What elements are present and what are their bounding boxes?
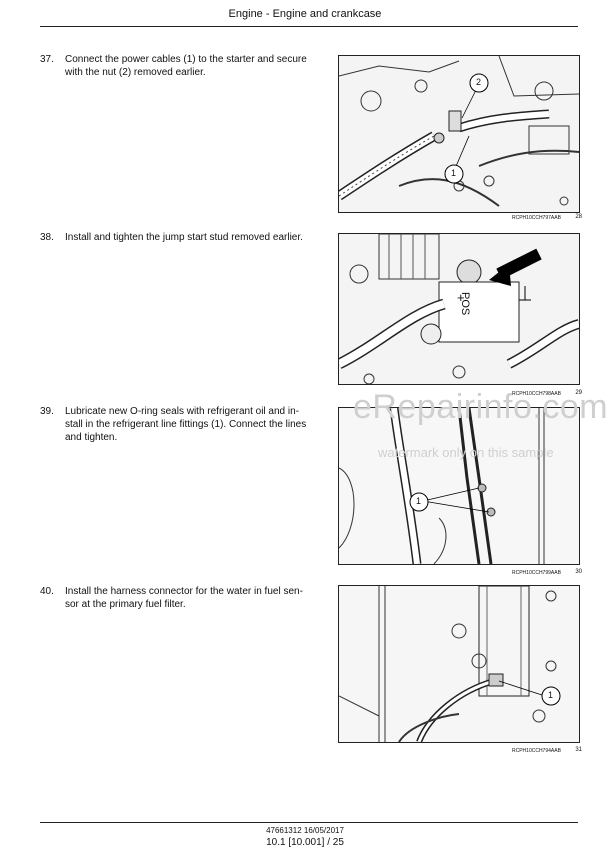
watermark-note: watermark only on this sample xyxy=(378,445,554,460)
callout-1: 1 xyxy=(548,690,554,700)
footer-rule xyxy=(40,822,578,823)
footer-doc-id: 47661312 16/05/2017 xyxy=(266,826,344,835)
callout-1: 1 xyxy=(416,496,422,506)
figure-28-photo: 1 2 xyxy=(338,55,580,213)
step-text: Connect the power cables (1) to the star… xyxy=(65,54,307,78)
figure-29-photo: POS + xyxy=(338,233,580,385)
step-number: 39. xyxy=(40,406,54,417)
callout-2: 2 xyxy=(476,77,482,87)
step-number: 40. xyxy=(40,586,54,597)
page-header: Engine - Engine and crankcase xyxy=(228,8,382,20)
callout-1: 1 xyxy=(451,168,457,178)
plus-sign: + xyxy=(457,290,465,305)
watermark-site: eRepairinfo.com xyxy=(353,388,609,426)
step-text: Install and tighten the jump start stud … xyxy=(65,232,303,243)
step-text: Lubricate new O-ring seals with refriger… xyxy=(65,406,307,443)
footer-page-number: 10.1 [10.001] / 25 xyxy=(266,837,344,848)
step-number: 38. xyxy=(40,232,54,243)
header-rule xyxy=(40,26,578,27)
figure-31-photo: 1 xyxy=(338,585,580,743)
step-text: Install the harness connector for the wa… xyxy=(65,586,303,610)
step-number: 37. xyxy=(40,54,54,65)
figure-30-photo: 1 xyxy=(338,407,580,565)
